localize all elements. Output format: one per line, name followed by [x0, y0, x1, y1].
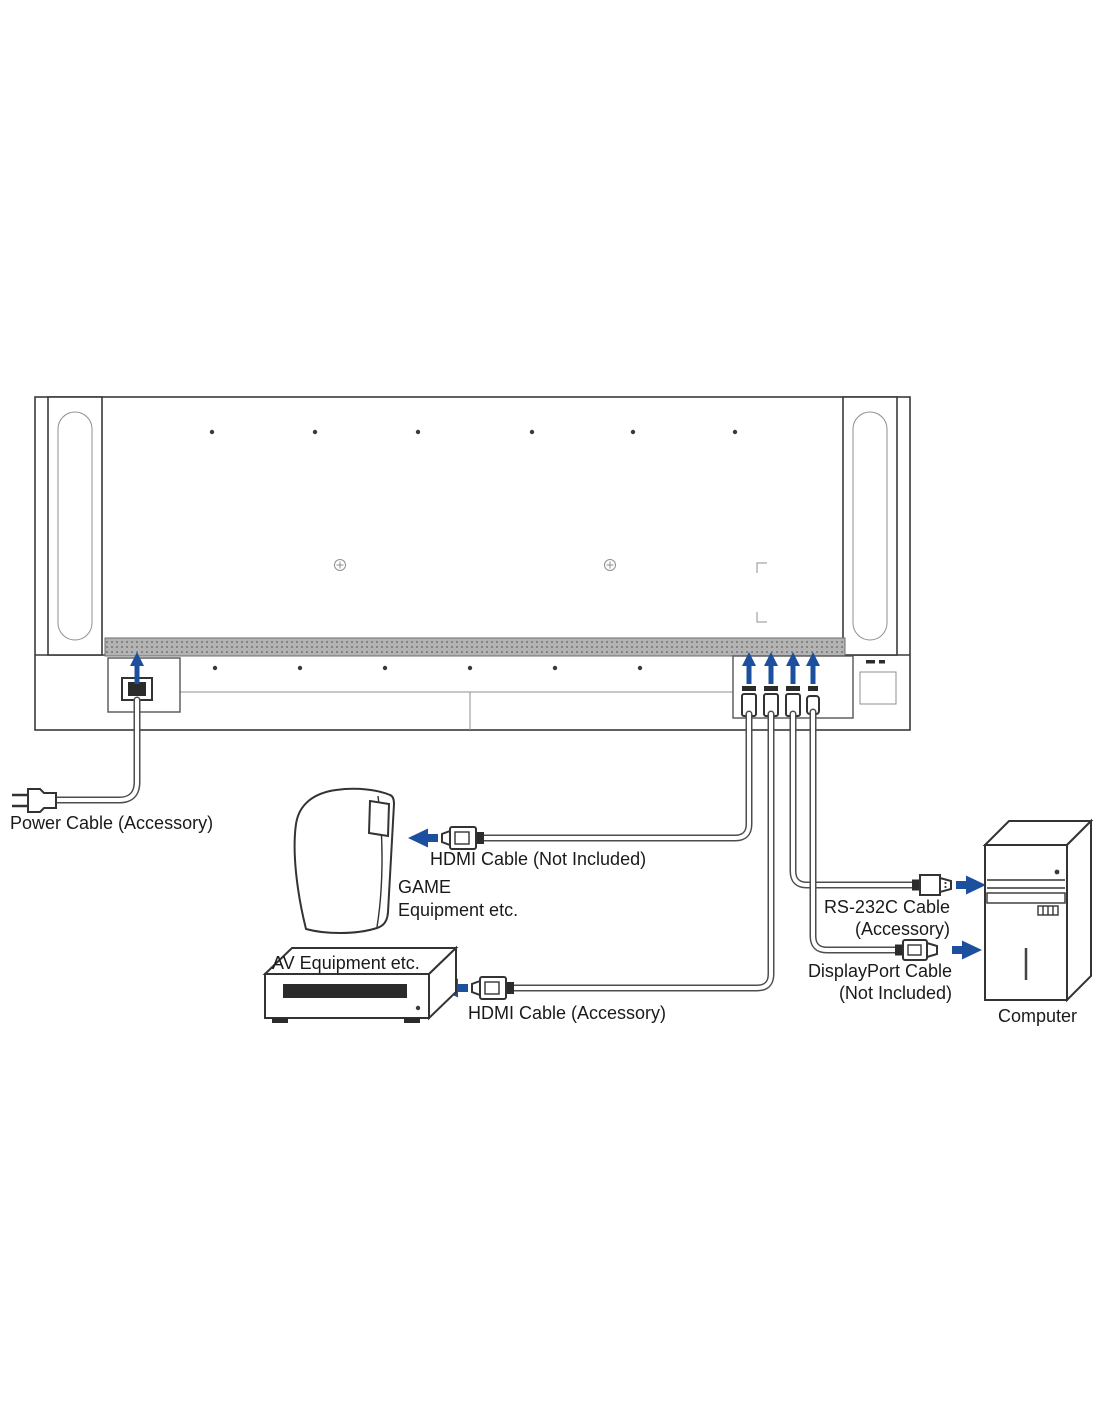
- power-inlet: [107, 652, 181, 713]
- input-ports-panel: [732, 652, 854, 719]
- rs232c-label-line2: (Accessory): [855, 919, 950, 939]
- corner-mark: [756, 562, 767, 573]
- displayport-cable: DisplayPort Cable (Not Included): [808, 708, 982, 1003]
- vent-grille: [104, 637, 846, 657]
- up-arrow-icon: [806, 652, 820, 684]
- game-label-line2: Equipment etc.: [398, 900, 518, 920]
- rs232c-cable: RS-232C Cable (Accessory): [789, 710, 986, 939]
- hdmi-connector-icon: [441, 826, 484, 850]
- screw-holes: [209, 429, 767, 623]
- computer-label: Computer: [998, 1006, 1077, 1026]
- up-arrow-icon: [764, 652, 778, 684]
- power-cable-label: Power Cable (Accessory): [10, 813, 213, 833]
- displayport-label-line1: DisplayPort Cable: [808, 961, 952, 981]
- power-cable: Power Cable (Accessory): [10, 696, 213, 833]
- rs232c-label-line1: RS-232C Cable: [824, 897, 950, 917]
- game-console-illustration: GAME Equipment etc.: [293, 787, 518, 934]
- power-plug-icon: [12, 788, 57, 813]
- displayport-connector-icon: [895, 939, 938, 961]
- up-arrow-icon: [130, 652, 144, 684]
- rating-label-plate: [859, 671, 897, 705]
- game-label-line1: GAME: [398, 877, 451, 897]
- corner-mark: [756, 612, 767, 623]
- hdmi-cable-not-included: HDMI Cable (Not Included): [408, 710, 753, 869]
- computer-tower-illustration: Computer: [982, 818, 1094, 1026]
- vent-icon: [1037, 905, 1059, 916]
- right-arrow-icon: [952, 940, 982, 960]
- bottom-band: [180, 660, 897, 730]
- up-arrow-icon: [786, 652, 800, 684]
- left-arrow-icon: [408, 828, 438, 848]
- vesa-screw-icon: [604, 559, 616, 571]
- vesa-screw-icon: [334, 559, 346, 571]
- monitor-back-panel: [34, 396, 911, 731]
- av-equipment-label: AV Equipment etc.: [272, 953, 420, 973]
- left-speaker-column: [47, 396, 103, 656]
- up-arrow-icon: [742, 652, 756, 684]
- right-arrow-icon: [956, 875, 986, 895]
- hdmi-accessory-label: HDMI Cable (Accessory): [468, 1003, 666, 1023]
- hdmi-not-included-label: HDMI Cable (Not Included): [430, 849, 646, 869]
- hdmi-cable-accessory: HDMI Cable (Accessory): [438, 710, 775, 1023]
- right-speaker-column: [842, 396, 898, 656]
- av-player-illustration: AV Equipment etc.: [262, 945, 459, 1023]
- hdmi-connector-icon: [471, 976, 514, 1000]
- rs232c-connector-icon: [912, 874, 952, 896]
- displayport-label-line2: (Not Included): [839, 983, 952, 1003]
